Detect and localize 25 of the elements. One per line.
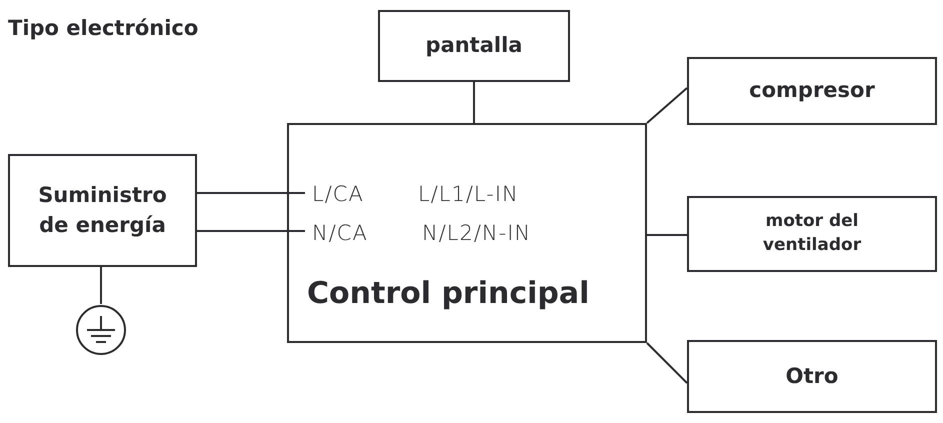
connector-line xyxy=(646,87,688,124)
node-label: Suministro de energía xyxy=(37,182,168,238)
node-label: pantalla xyxy=(426,32,522,60)
component-box xyxy=(687,196,937,272)
node-label: motor del ventilador xyxy=(762,210,862,257)
connector-line xyxy=(647,234,687,236)
component-box xyxy=(687,340,937,413)
node-label: Otro xyxy=(786,362,838,390)
connector-line xyxy=(197,230,305,232)
power-supply-box xyxy=(8,154,197,267)
connector-line xyxy=(197,192,305,194)
pin-label: N/L2/N-IN xyxy=(422,223,532,244)
pin-label: L/CA xyxy=(312,184,364,205)
pin-label: N/CA xyxy=(312,223,368,244)
component-box xyxy=(378,10,570,82)
ground-symbol xyxy=(75,304,127,356)
connector-line xyxy=(100,267,102,304)
connector-line xyxy=(646,342,688,384)
main-control-box xyxy=(287,123,647,343)
pin-label: L/L1/L-IN xyxy=(418,184,519,205)
node-label: compresor xyxy=(749,77,875,104)
node-title: Control principal xyxy=(307,277,590,310)
diagram-title: Tipo electrónico xyxy=(8,16,198,40)
component-box xyxy=(687,57,937,125)
connector-line xyxy=(473,82,475,123)
